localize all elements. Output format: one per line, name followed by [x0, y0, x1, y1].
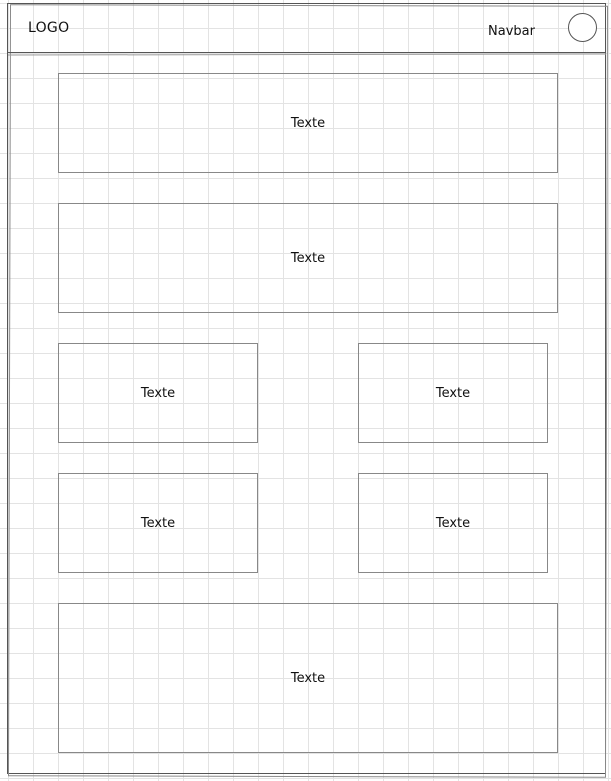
page-frame	[7, 3, 606, 774]
avatar-circle-icon[interactable]	[568, 13, 597, 42]
content-block-4: Texte	[358, 343, 548, 443]
navbar-label[interactable]: Navbar	[488, 24, 535, 39]
content-block-label: Texte	[435, 515, 471, 531]
content-block-label: Texte	[290, 115, 326, 131]
content-block-label: Texte	[290, 250, 326, 266]
navbar-divider	[8, 52, 606, 53]
content-block-3: Texte	[58, 343, 258, 443]
content-block-6: Texte	[358, 473, 548, 573]
content-block-1: Texte	[58, 73, 558, 173]
content-block-label: Texte	[140, 385, 176, 401]
content-block-2: Texte	[58, 203, 558, 313]
content-block-label: Texte	[290, 670, 326, 686]
content-block-label: Texte	[435, 385, 471, 401]
content-block-label: Texte	[140, 515, 176, 531]
logo[interactable]: LOGO	[28, 20, 70, 36]
content-block-7: Texte	[58, 603, 558, 753]
content-block-5: Texte	[58, 473, 258, 573]
